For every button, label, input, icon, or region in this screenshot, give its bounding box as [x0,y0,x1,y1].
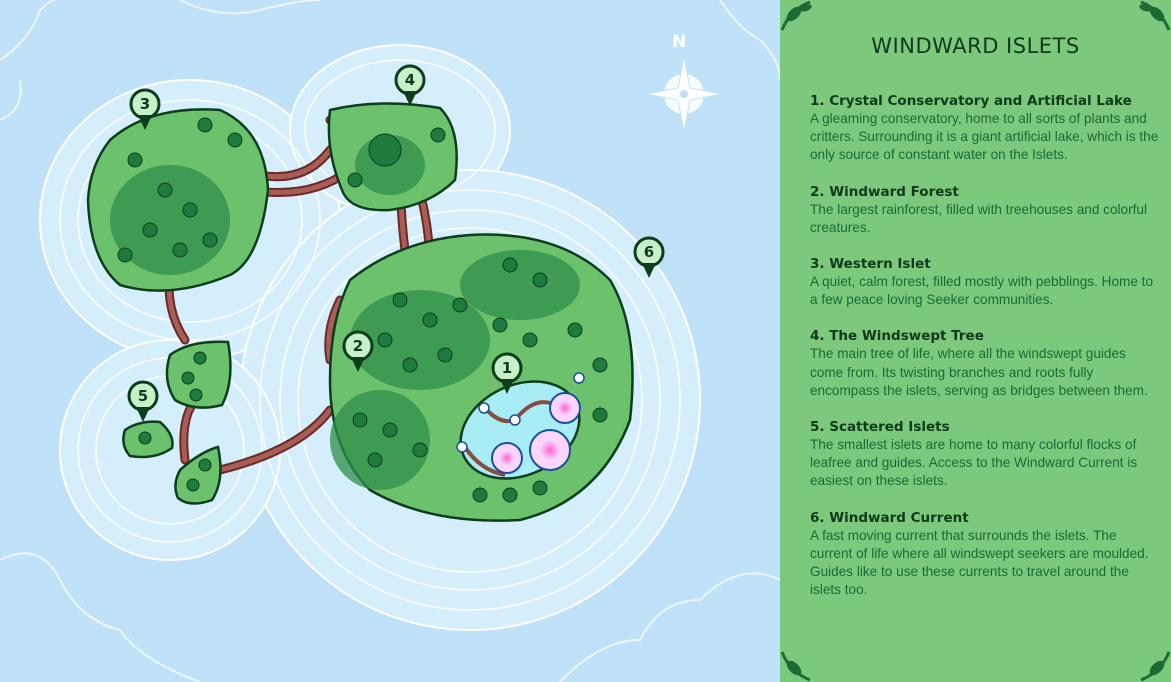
map-pin-icon [491,352,523,394]
entry-body: A gleaming conservatory, home to all sor… [810,111,1159,163]
map-marker-1[interactable]: 1 [490,352,524,396]
entry-heading: 5. Scattered Islets [810,419,950,436]
compass-north-label: N [672,32,687,52]
legend-entry-2: 2. Windward Forest The largest rainfores… [810,183,1160,237]
entry-heading: 1. Crystal Conservatory and Artificial L… [810,93,1132,109]
compass-rose [645,55,723,133]
map-marker-2[interactable]: 2 [341,330,375,374]
map-marker-5[interactable]: 5 [126,380,160,424]
leaf-corner-icon [780,651,811,682]
leaf-corner-icon [1140,651,1171,682]
legend-entry-1: 1. Crystal Conservatory and Artificial L… [810,92,1160,165]
legend-entry-5: 5. Scattered Islets The smallest islets … [810,418,1160,491]
legend-entry-3: 3. Western Islet A quiet, calm forest, f… [810,255,1160,309]
map-marker-4[interactable]: 4 [393,64,427,108]
map-canvas: N 1 2 3 4 5 6 [0,0,780,682]
crystal-conservatory [491,392,581,474]
map-pin-icon [129,88,161,130]
map-pin-icon [394,64,426,106]
scattered-islet-a [165,340,232,409]
entry-heading: 3. Western Islet [810,256,931,273]
forest-trees [117,117,608,503]
entry-body: The main tree of life, where all the win… [810,346,1148,398]
legend-title: WINDWARD ISLETS [871,34,1080,58]
map-pin-icon [127,380,159,422]
entry-heading: 4. The Windswept Tree [810,328,984,345]
entry-heading: 2. Windward Forest [810,183,959,200]
entry-body: A fast moving current that surrounds the… [810,527,1149,598]
legend-entries: 1. Crystal Conservatory and Artificial L… [810,92,1160,617]
legend-entry-6: 6. Windward Current A fast moving curren… [810,509,1160,600]
leaf-corner-icon [780,0,812,31]
map-pin-icon [633,236,665,278]
legend-panel: WINDWARD ISLETS 1. Crystal Conservatory … [780,0,1171,682]
cloud-outlines [0,0,780,682]
legend-entry-4: 4. The Windswept Tree The main tree of l… [810,327,1160,400]
leaf-corner-icon [1139,0,1171,31]
entry-body: The largest rainforest, filled with tree… [810,201,1147,235]
map-pin-icon [342,330,374,372]
map-marker-3[interactable]: 3 [128,88,162,132]
map-marker-6[interactable]: 6 [632,236,666,280]
entry-body: A quiet, calm forest, filled mostly with… [810,274,1154,308]
entry-heading: 6. Windward Current [810,509,969,526]
entry-body: The smallest islets are home to many col… [810,437,1138,489]
map-illustration [0,0,780,682]
